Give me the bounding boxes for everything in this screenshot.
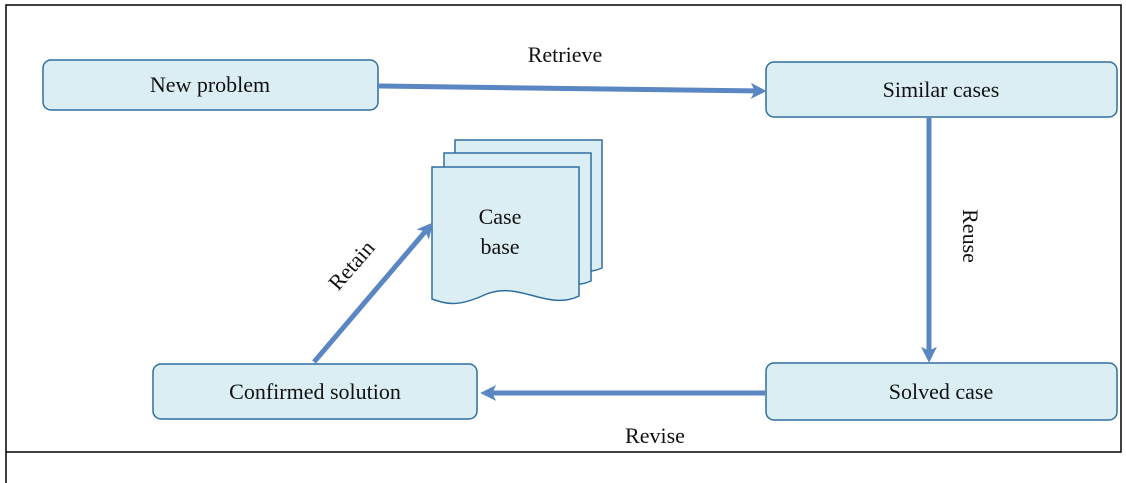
confirmed-solution-box (152, 363, 478, 420)
solved-case-box (765, 362, 1118, 421)
case-base-label-line2: base (480, 234, 519, 259)
case-base-document-stack: Case base (431, 139, 603, 305)
case-base-label-line1: Case (479, 204, 522, 229)
retrieve-arrow (377, 82, 767, 99)
retain-label: Retain (323, 235, 380, 295)
node-similar-cases: Similar cases (765, 61, 1118, 118)
revise-label: Revise (625, 423, 685, 448)
retrieve-label: Retrieve (528, 42, 603, 67)
node-new-problem: New problem (42, 59, 379, 111)
retain-arrow (312, 222, 434, 364)
node-confirmed-solution: Confirmed solution (152, 363, 478, 420)
document-page-front (431, 166, 580, 305)
node-solved-case: Solved case (765, 362, 1118, 421)
similar-cases-label: Similar cases (883, 77, 1000, 102)
new-problem-label: New problem (150, 72, 270, 97)
frame-border (5, 4, 1122, 483)
solved-case-label: Solved case (889, 379, 993, 404)
reuse-label: Reuse (958, 209, 983, 263)
confirmed-solution-label: Confirmed solution (229, 379, 401, 404)
new-problem-box (42, 59, 379, 111)
